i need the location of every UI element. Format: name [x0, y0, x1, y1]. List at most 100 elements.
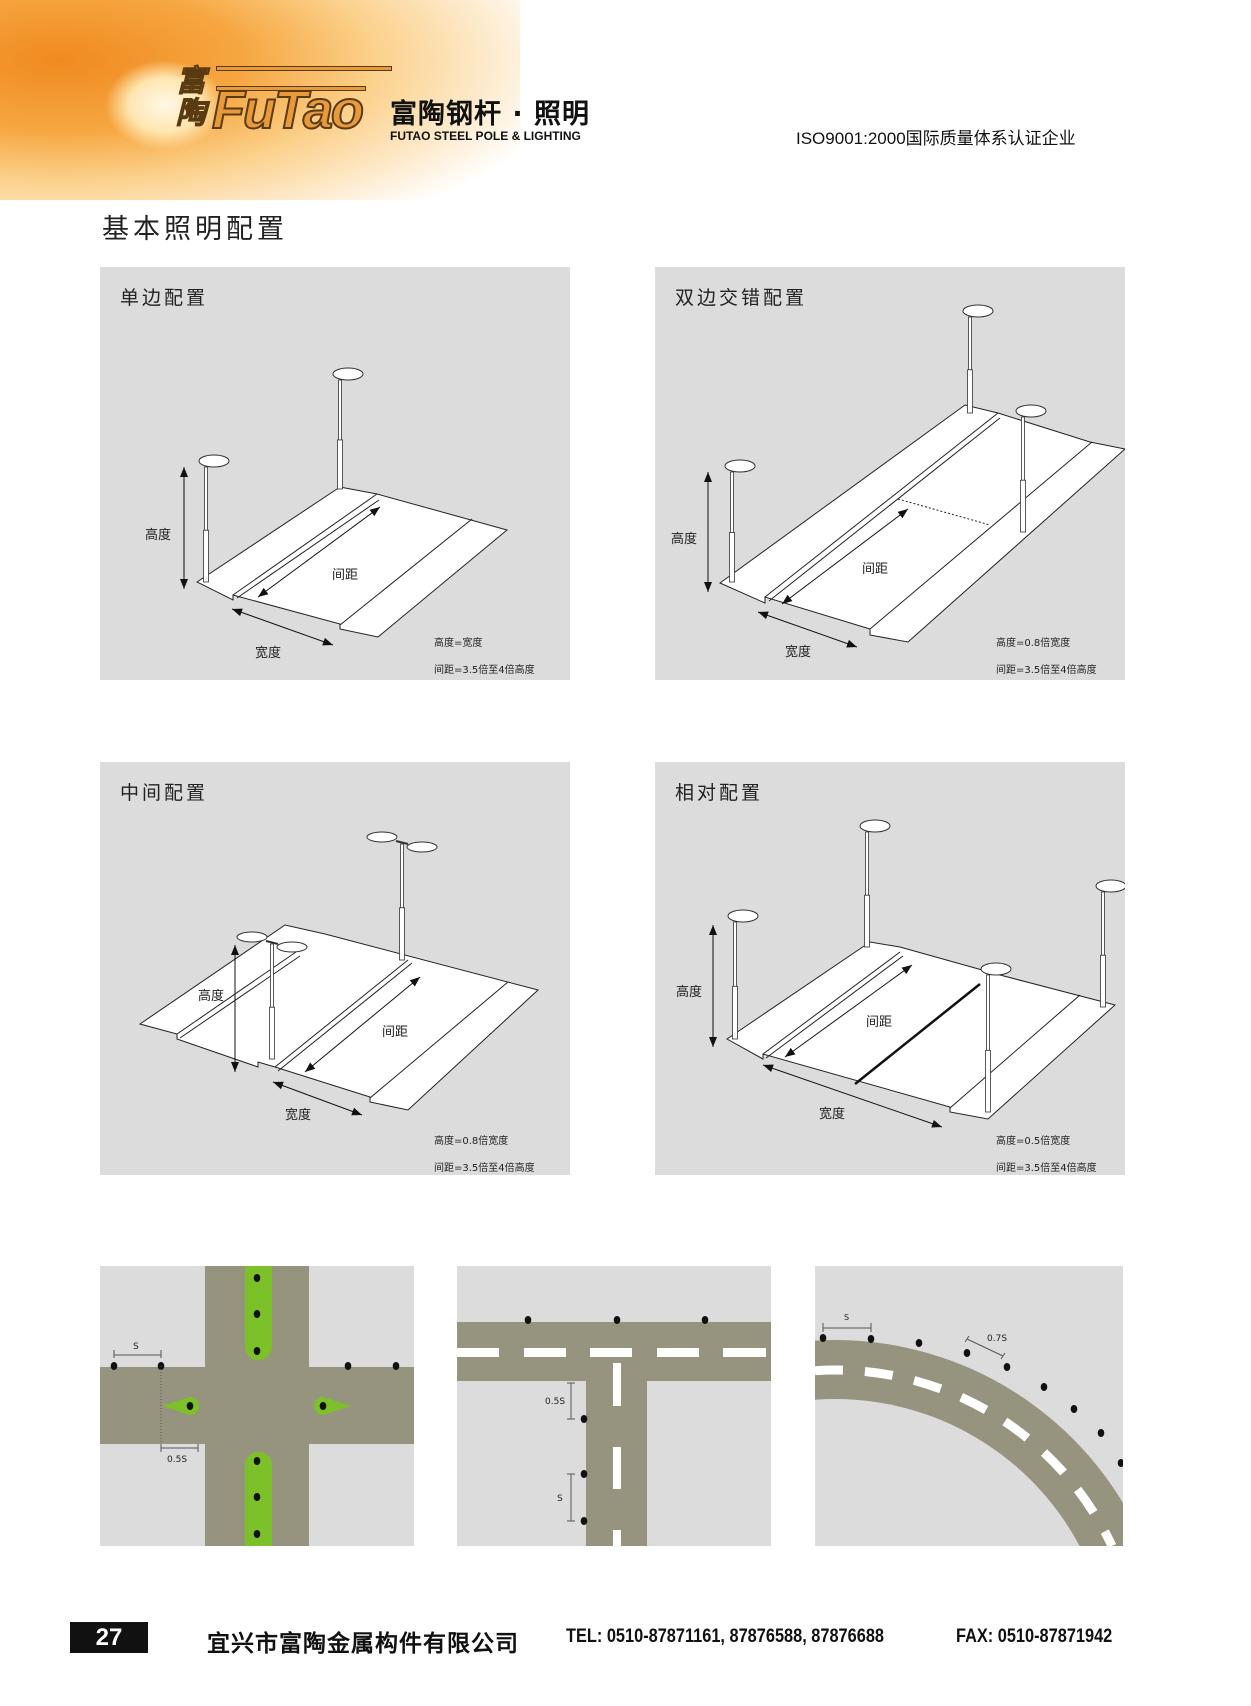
lamp-position-dot [186, 1402, 194, 1410]
median-diagram: 高度 间距 宽度 高度=0.8倍宽度 间距=3.5倍至4倍高度 [138, 831, 540, 1174]
height-label: 高度 [671, 531, 697, 547]
lane-dashes [815, 1365, 1117, 1546]
lamp-position-dot [319, 1402, 327, 1410]
lamp-position-dot [580, 1415, 588, 1423]
street-lamp-icon [198, 454, 230, 583]
street-lamp-icon [727, 909, 759, 1040]
dimension-arrow [272, 1081, 363, 1116]
dimension-arrow [784, 964, 913, 1058]
spacing-label: 间距 [862, 562, 888, 577]
s-label: S [557, 1494, 563, 1504]
lamp-position-dot [253, 1457, 261, 1465]
panel-median: 高度 间距 宽度 高度=0.8倍宽度 间距=3.5倍至4倍高度 中间配置 [100, 762, 570, 1175]
formula-spacing: 间距=3.5倍至4倍高度 [434, 663, 535, 676]
dimension-arrow [757, 611, 858, 648]
dimension-arrow [231, 945, 239, 1072]
width-label: 宽度 [785, 644, 811, 660]
formula-spacing: 间距=3.5倍至4倍高度 [996, 1161, 1097, 1174]
formula-height: 高度=0.5倍宽度 [996, 1134, 1070, 1147]
panel-title: 中间配置 [120, 782, 209, 804]
lamp-position-dot [580, 1470, 588, 1478]
s-label: S [844, 1313, 849, 1322]
lamp-position-dot [253, 1493, 261, 1501]
lamp-position-dot [1070, 1405, 1078, 1413]
dimension-arrow [231, 608, 334, 646]
formula-spacing: 间距=3.5倍至4倍高度 [996, 663, 1097, 676]
lamp-position-dot [524, 1316, 532, 1324]
formula-height: 高度=0.8倍宽度 [434, 1134, 508, 1147]
lamp-position-dot [867, 1335, 875, 1343]
spacing-label: 间距 [866, 1015, 892, 1030]
lamp-position-dot [110, 1362, 118, 1370]
staggered-diagram: 高度 间距 宽度 高度=0.8倍宽度 间距=3.5倍至4倍高度 [671, 304, 1125, 676]
street-lamp-icon [980, 962, 1012, 1113]
street-lamp-icon [962, 304, 994, 414]
spacing-label: 间距 [382, 1025, 408, 1040]
panel-staggered: 高度 间距 宽度 高度=0.8倍宽度 间距=3.5倍至4倍高度 双边交错配置 [655, 267, 1125, 680]
road-horizontal [100, 1367, 414, 1444]
plan-crossroad: S 0.5S [100, 1266, 414, 1546]
plan-t-junction: 0.5S S [457, 1266, 771, 1546]
width-label: 宽度 [285, 1107, 311, 1123]
street-lamp-icon [1095, 879, 1125, 1008]
road-surface [138, 924, 540, 1111]
dimension-arrow [762, 1064, 943, 1128]
street-lamp-icon [724, 459, 756, 583]
lamp-position-dot [392, 1362, 400, 1370]
crossroad-diagram: S 0.5S [100, 1266, 414, 1546]
footer-tel: TEL: 0510-87871161, 87876588, 87876688 [566, 1626, 884, 1647]
lamp-position-dot [963, 1349, 971, 1357]
header-banner [0, 0, 520, 200]
lane-dashes [457, 1348, 766, 1546]
formula-spacing: 间距=3.5倍至4倍高度 [434, 1161, 535, 1174]
lamp-position-dot [1117, 1459, 1123, 1467]
dimension-arrow [304, 976, 421, 1073]
lamp-position-dot [253, 1310, 261, 1318]
dimension-arrow [704, 472, 712, 592]
formula-height: 高度=0.8倍宽度 [996, 636, 1070, 649]
logo-cn: 富陶 [176, 64, 207, 131]
dimension-arrow [257, 506, 381, 598]
street-lamp-icon [1015, 404, 1047, 533]
footer-fax: FAX: 0510-87871942 [956, 1626, 1113, 1647]
width-label: 宽度 [255, 645, 281, 661]
lamp-position-dot [580, 1517, 588, 1525]
street-lamp-icon [366, 831, 438, 961]
spacing-label: 间距 [332, 568, 358, 583]
certification-text: ISO9001:2000国际质量体系认证企业 [796, 129, 1076, 148]
lamp-position-dot [1097, 1429, 1105, 1437]
seventy-s-label: 0.7S [987, 1334, 1007, 1344]
island-left [162, 1397, 199, 1415]
panel-title: 双边交错配置 [675, 287, 808, 309]
company-name-en: FUTAO STEEL POLE & LIGHTING [390, 129, 581, 143]
s-label: S [133, 1342, 139, 1352]
center-line [854, 983, 981, 1085]
lamp-position-dot [1003, 1363, 1011, 1371]
single-side-diagram: 高度 间距 宽度 高度=宽度 间距=3.5倍至4倍高度 [145, 367, 535, 676]
half-s-label: 0.5S [545, 1397, 565, 1407]
lamp-position-dot [253, 1274, 261, 1282]
dimension-arrow [709, 925, 717, 1047]
width-label: 宽度 [819, 1106, 845, 1122]
page-title: 基本照明配置 [102, 214, 288, 245]
lamp-position-dot [344, 1362, 352, 1370]
lamp-position-dot [819, 1334, 827, 1342]
opposite-diagram: 高度 间距 宽度 高度=0.5倍宽度 间距=3.5倍至4倍高度 [676, 819, 1125, 1174]
street-lamp-icon [236, 931, 308, 1060]
lamp-position-dot [613, 1316, 621, 1324]
half-s-label: 0.5S [167, 1455, 187, 1465]
lamp-position-dot [701, 1316, 709, 1324]
road-surface [719, 404, 1125, 643]
lamp-position-dot [253, 1347, 261, 1355]
lamp-position-dot [253, 1530, 261, 1538]
page-number: 27 [70, 1622, 148, 1653]
t-junction-diagram: 0.5S S [457, 1316, 771, 1546]
curb-line [339, 518, 473, 626]
dimension-arrow [781, 508, 909, 605]
street-lamp-icon [859, 819, 891, 948]
formula-height: 高度=宽度 [434, 636, 482, 649]
road-curve [815, 1340, 1123, 1546]
company-name: 富陶钢杆 · 照明 [390, 99, 591, 130]
panel-title: 单边配置 [120, 287, 209, 309]
plan-curve: S 0.7S [815, 1266, 1123, 1546]
